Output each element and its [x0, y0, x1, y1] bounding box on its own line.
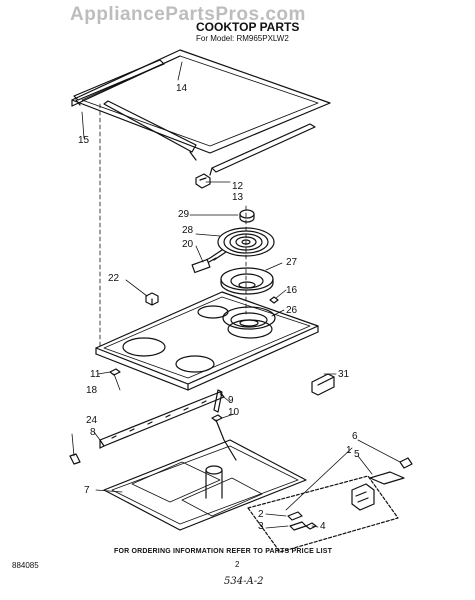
part-11-18-clip — [109, 368, 121, 376]
callout-24: 24 — [86, 415, 98, 426]
part-12-13-clip — [195, 173, 211, 189]
part-8-front-rail — [99, 391, 225, 449]
part-20-terminal-block — [191, 257, 217, 274]
callout-10: 10 — [228, 407, 240, 418]
callout-29: 29 — [178, 209, 190, 220]
model-subtitle: For Model: RM965PXLW2 — [196, 34, 289, 43]
callout-31: 31 — [338, 369, 350, 380]
watermark: AppliancePartsPros.com — [70, 4, 306, 25]
part-24-clip — [69, 453, 81, 465]
callout-20: 20 — [182, 239, 194, 250]
callout-3: 3 — [258, 521, 264, 532]
callout-18: 18 — [86, 385, 98, 396]
part-31-bracket — [311, 373, 335, 396]
callout-8: 8 — [90, 427, 96, 438]
callout-5: 5 — [354, 449, 360, 460]
part-2-3-4-hardware — [287, 511, 317, 531]
part-27-drip-bowl — [220, 267, 274, 295]
part-5-6-switch-parts — [369, 457, 413, 485]
callout-28: 28 — [182, 225, 194, 236]
part-22-clip — [145, 292, 159, 306]
callout-9: 9 — [228, 395, 234, 406]
callout-6: 6 — [352, 431, 358, 442]
diagram-title: COOKTOP PARTS — [196, 20, 300, 34]
callout-16: 16 — [286, 285, 298, 296]
frame-side-rails — [103, 100, 316, 176]
handwritten-note: 534-A-2 — [224, 576, 264, 587]
document-number: 884085 — [12, 561, 39, 570]
callout-12: 12 — [232, 181, 244, 192]
callout-4: 4 — [320, 521, 326, 532]
part-15-trim-strip — [73, 59, 165, 106]
part-28-surface-element — [205, 227, 275, 261]
callout-2: 2 — [258, 509, 264, 520]
callout-15: 15 — [78, 135, 90, 146]
part-29-button — [239, 209, 255, 223]
callout-11: 11 — [90, 369, 101, 380]
callout-1: 1 — [346, 445, 352, 456]
callout-27: 27 — [286, 257, 298, 268]
leader-lines — [71, 61, 401, 529]
part-16-bracket — [269, 296, 279, 304]
page-number: 2 — [235, 560, 240, 569]
callout-14: 14 — [176, 83, 188, 94]
part-7-burner-box — [103, 439, 307, 531]
callout-7: 7 — [84, 485, 90, 496]
cooktop-main-top — [95, 291, 319, 391]
part-26-drip-bowl — [222, 306, 276, 330]
callout-22: 22 — [108, 273, 120, 284]
ordering-info-footer: FOR ORDERING INFORMATION REFER TO PARTS … — [114, 548, 333, 555]
callout-26: 26 — [286, 305, 298, 316]
callout-13: 13 — [232, 192, 244, 203]
part-1-control-area — [247, 475, 399, 553]
